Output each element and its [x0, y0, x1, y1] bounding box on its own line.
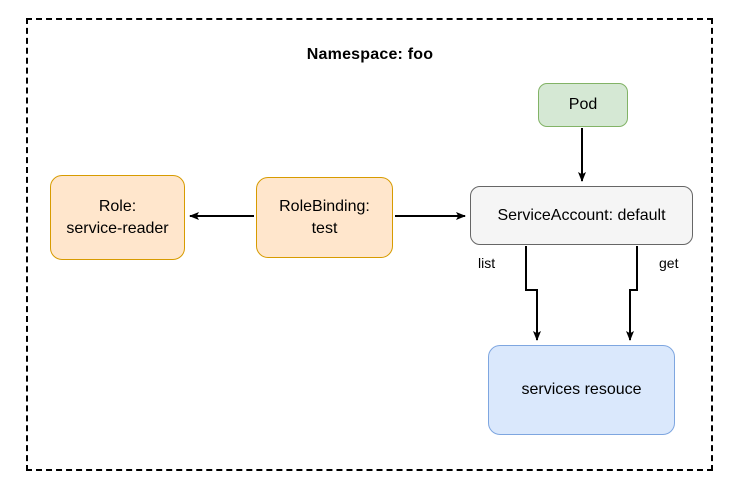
namespace-boundary [26, 18, 713, 471]
edge-label-get: get [659, 255, 679, 271]
page-title: Namespace: foo [306, 46, 434, 63]
node-role[interactable]: Role: service-reader [50, 175, 185, 260]
node-pod[interactable]: Pod [538, 83, 628, 127]
node-rolebinding[interactable]: RoleBinding: test [256, 177, 393, 258]
node-serviceaccount[interactable]: ServiceAccount: default [470, 186, 693, 245]
node-services-resource[interactable]: services resouce [488, 345, 675, 435]
edge-label-list: list [478, 255, 496, 271]
